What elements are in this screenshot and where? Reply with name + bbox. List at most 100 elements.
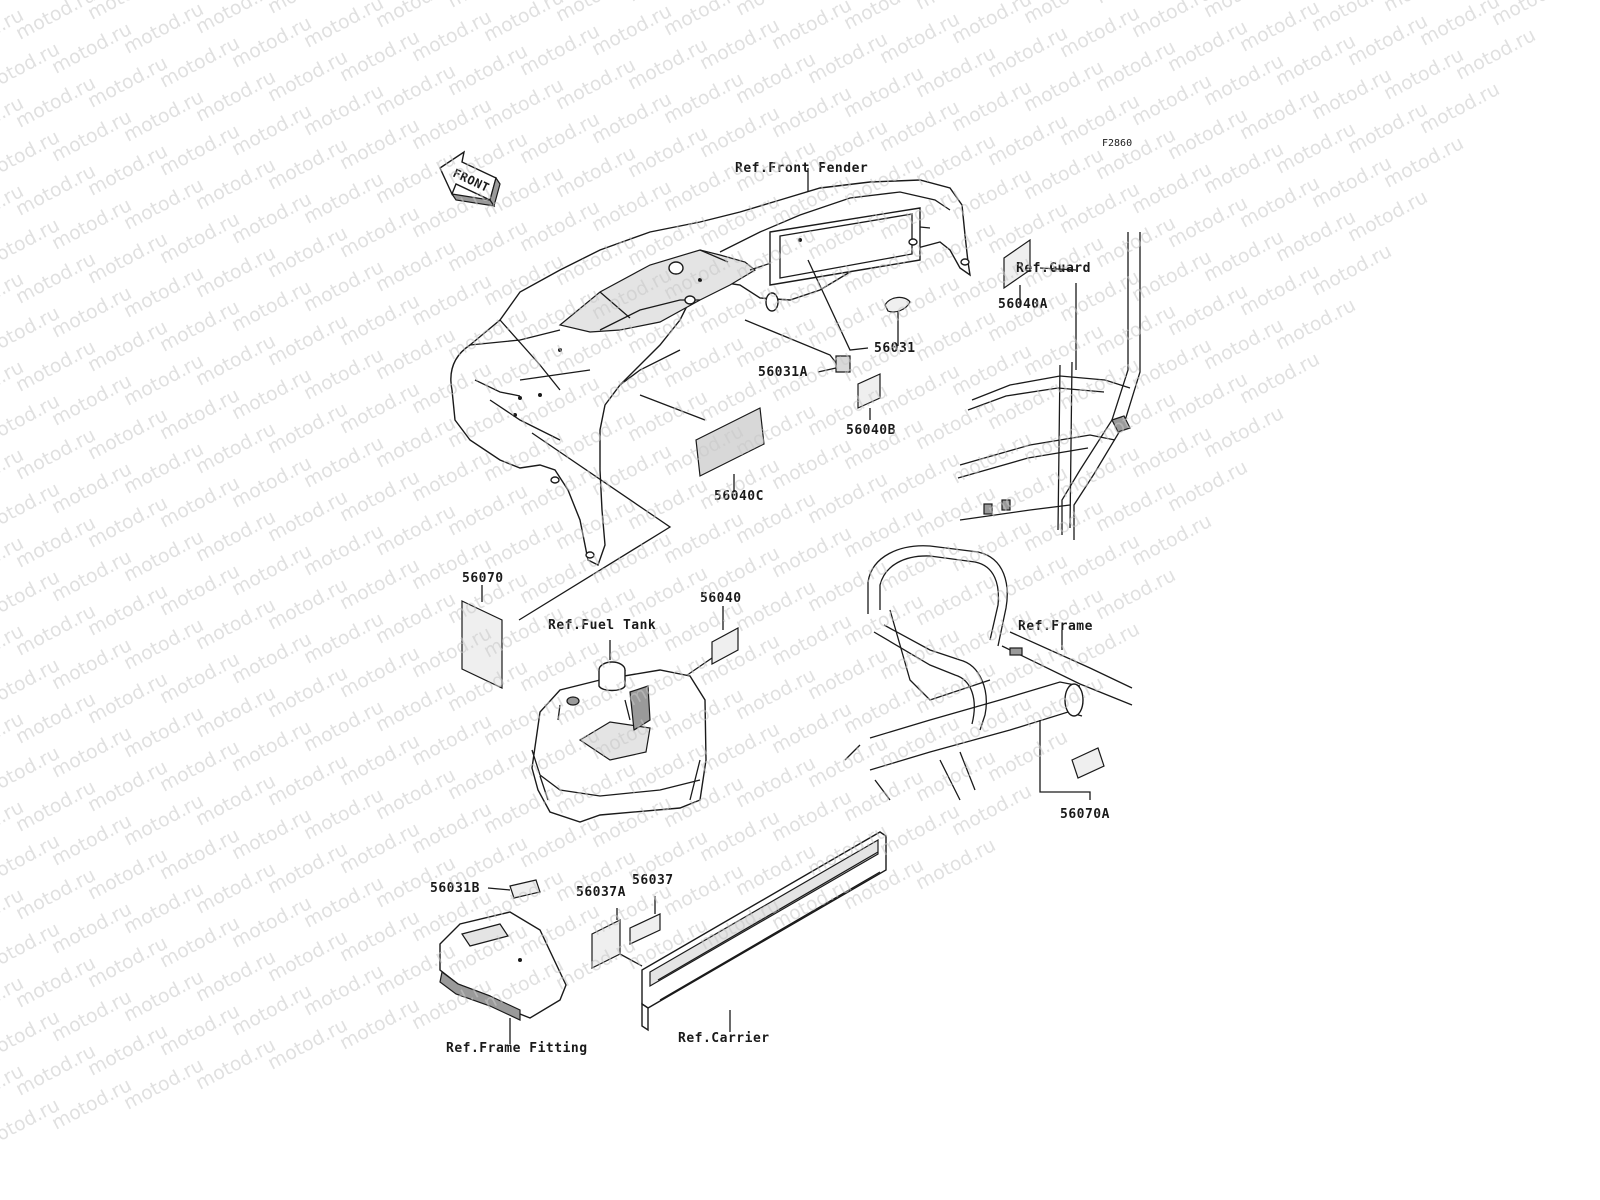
watermark-text: motod.ru [12,688,99,748]
watermark-text: motod.ru [192,594,279,654]
watermark-text: motod.ru [12,776,99,836]
watermark-text: motod.ru [1488,0,1575,30]
part-56040-label: 56040 [700,591,742,606]
watermark-text: motod.ru [264,486,351,546]
watermark-text: motod.ru [912,746,999,806]
watermark-text: motod.ru [408,710,495,770]
watermark-text: motod.ru [120,262,207,322]
watermark-text: motod.ru [768,522,855,582]
watermark-text: motod.ru [696,102,783,162]
watermark-text: motod.ru [264,838,351,898]
watermark-text: motod.ru [84,228,171,288]
watermark-text: motod.ru [732,664,819,724]
watermark-text: motod.ru [336,994,423,1054]
watermark-text: motod.ru [876,536,963,596]
watermark-text: motod.ru [84,316,171,376]
watermark-text: motod.ru [696,806,783,866]
watermark-text: motod.ru [336,906,423,966]
watermark-text: motod.ru [300,432,387,492]
watermark-text: motod.ru [480,74,567,134]
watermark-text: motod.ru [336,26,423,86]
fuel-tank [531,640,707,823]
guard [957,232,1141,540]
decal-56040C [695,407,765,477]
watermark-text: motod.ru [48,546,135,606]
watermark-text: motod.ru [372,324,459,384]
part-56040B-label: 56040B [846,423,896,438]
watermark-text: motod.ru [1272,118,1359,178]
watermark-text: motod.ru [1236,348,1323,408]
watermark-text: motod.ru [1128,246,1215,306]
watermark-text: motod.ru [768,698,855,758]
front-fender [450,179,971,566]
watermark-text: motod.ru [1056,178,1143,238]
frame [844,545,1133,801]
watermark-text: motod.ru [1128,158,1215,218]
watermark-text: motod.ru [1020,584,1107,644]
watermark-text: motod.ru [660,332,747,392]
watermark-text: motod.ru [1344,98,1431,158]
watermark-text: motod.ru [624,122,711,182]
watermark-text: motod.ru [1200,138,1287,198]
watermark-text: motod.ru [1236,172,1323,232]
ref-carrier-label: Ref.Carrier [678,1031,770,1046]
watermark-text: motod.ru [48,282,135,342]
watermark-text: motod.ru [516,812,603,872]
watermark-text: motod.ru [516,20,603,80]
watermark-text: motod.ru [1128,422,1215,482]
watermark-text: motod.ru [1092,476,1179,536]
watermark-text: motod.ru [1200,314,1287,374]
watermark-text: motod.ru [12,1040,99,1100]
watermark-text: motod.ru [660,508,747,568]
watermark-text: motod.ru [48,986,135,1046]
watermark-text: motod.ru [48,722,135,782]
watermark-text: motod.ru [228,804,315,864]
watermark-text: motod.ru [1128,510,1215,570]
watermark-text: motod.ru [84,492,171,552]
watermark-text: motod.ru [588,176,675,236]
watermark-text: motod.ru [228,12,315,72]
watermark-text: motod.ru [192,330,279,390]
watermark-text: motod.ru [1308,240,1395,300]
watermark-text: motod.ru [84,580,171,640]
watermark-text: motod.ru [12,336,99,396]
watermark-text: motod.ru [1128,334,1215,394]
watermark-text: motod.ru [228,276,315,336]
watermark-text: motod.ru [804,468,891,528]
watermark-text: motod.ru [768,610,855,670]
watermark-text: motod.ru [1020,672,1107,732]
watermark-text: motod.ru [48,634,135,694]
watermark-text: motod.ru [552,54,639,114]
watermark-text: motod.ru [336,202,423,262]
watermark-text: motod.ru [264,134,351,194]
watermark-text: motod.ru [624,562,711,622]
watermark-text: motod.ru [48,458,135,518]
watermark-text: motod.ru [1020,56,1107,116]
watermark-text: motod.ru [264,46,351,106]
watermark-text: motod.ru [876,712,963,772]
decal-56070 [461,600,503,689]
part-56031B-label: 56031B [430,881,480,896]
watermark-text: motod.ru [228,716,315,776]
watermark-text: motod.ru [84,52,171,112]
watermark-text: motod.ru [948,780,1035,840]
watermark-text: motod.ru [948,340,1035,400]
watermark-text: motod.ru [1164,192,1251,252]
watermark-text: motod.ru [840,678,927,738]
watermark-text: motod.ru [1020,144,1107,204]
decal-56037 [629,913,661,945]
watermark-text: motod.ru [336,642,423,702]
watermark-text: motod.ru [156,120,243,180]
watermark-text: motod.ru [876,360,963,420]
watermark-text: motod.ru [84,932,171,992]
watermark-text: motod.ru [336,818,423,878]
part-56040A-label: 56040A [998,297,1048,312]
watermark-text: motod.ru [1092,212,1179,272]
watermark-text: motod.ru [1020,320,1107,380]
decal-56040 [711,626,739,666]
watermark-text: motod.ru [1344,10,1431,70]
watermark-text: motod.ru [156,32,243,92]
watermark-text: motod.ru [84,668,171,728]
watermark-text: motod.ru [336,554,423,614]
watermark-text: motod.ru [1272,30,1359,90]
